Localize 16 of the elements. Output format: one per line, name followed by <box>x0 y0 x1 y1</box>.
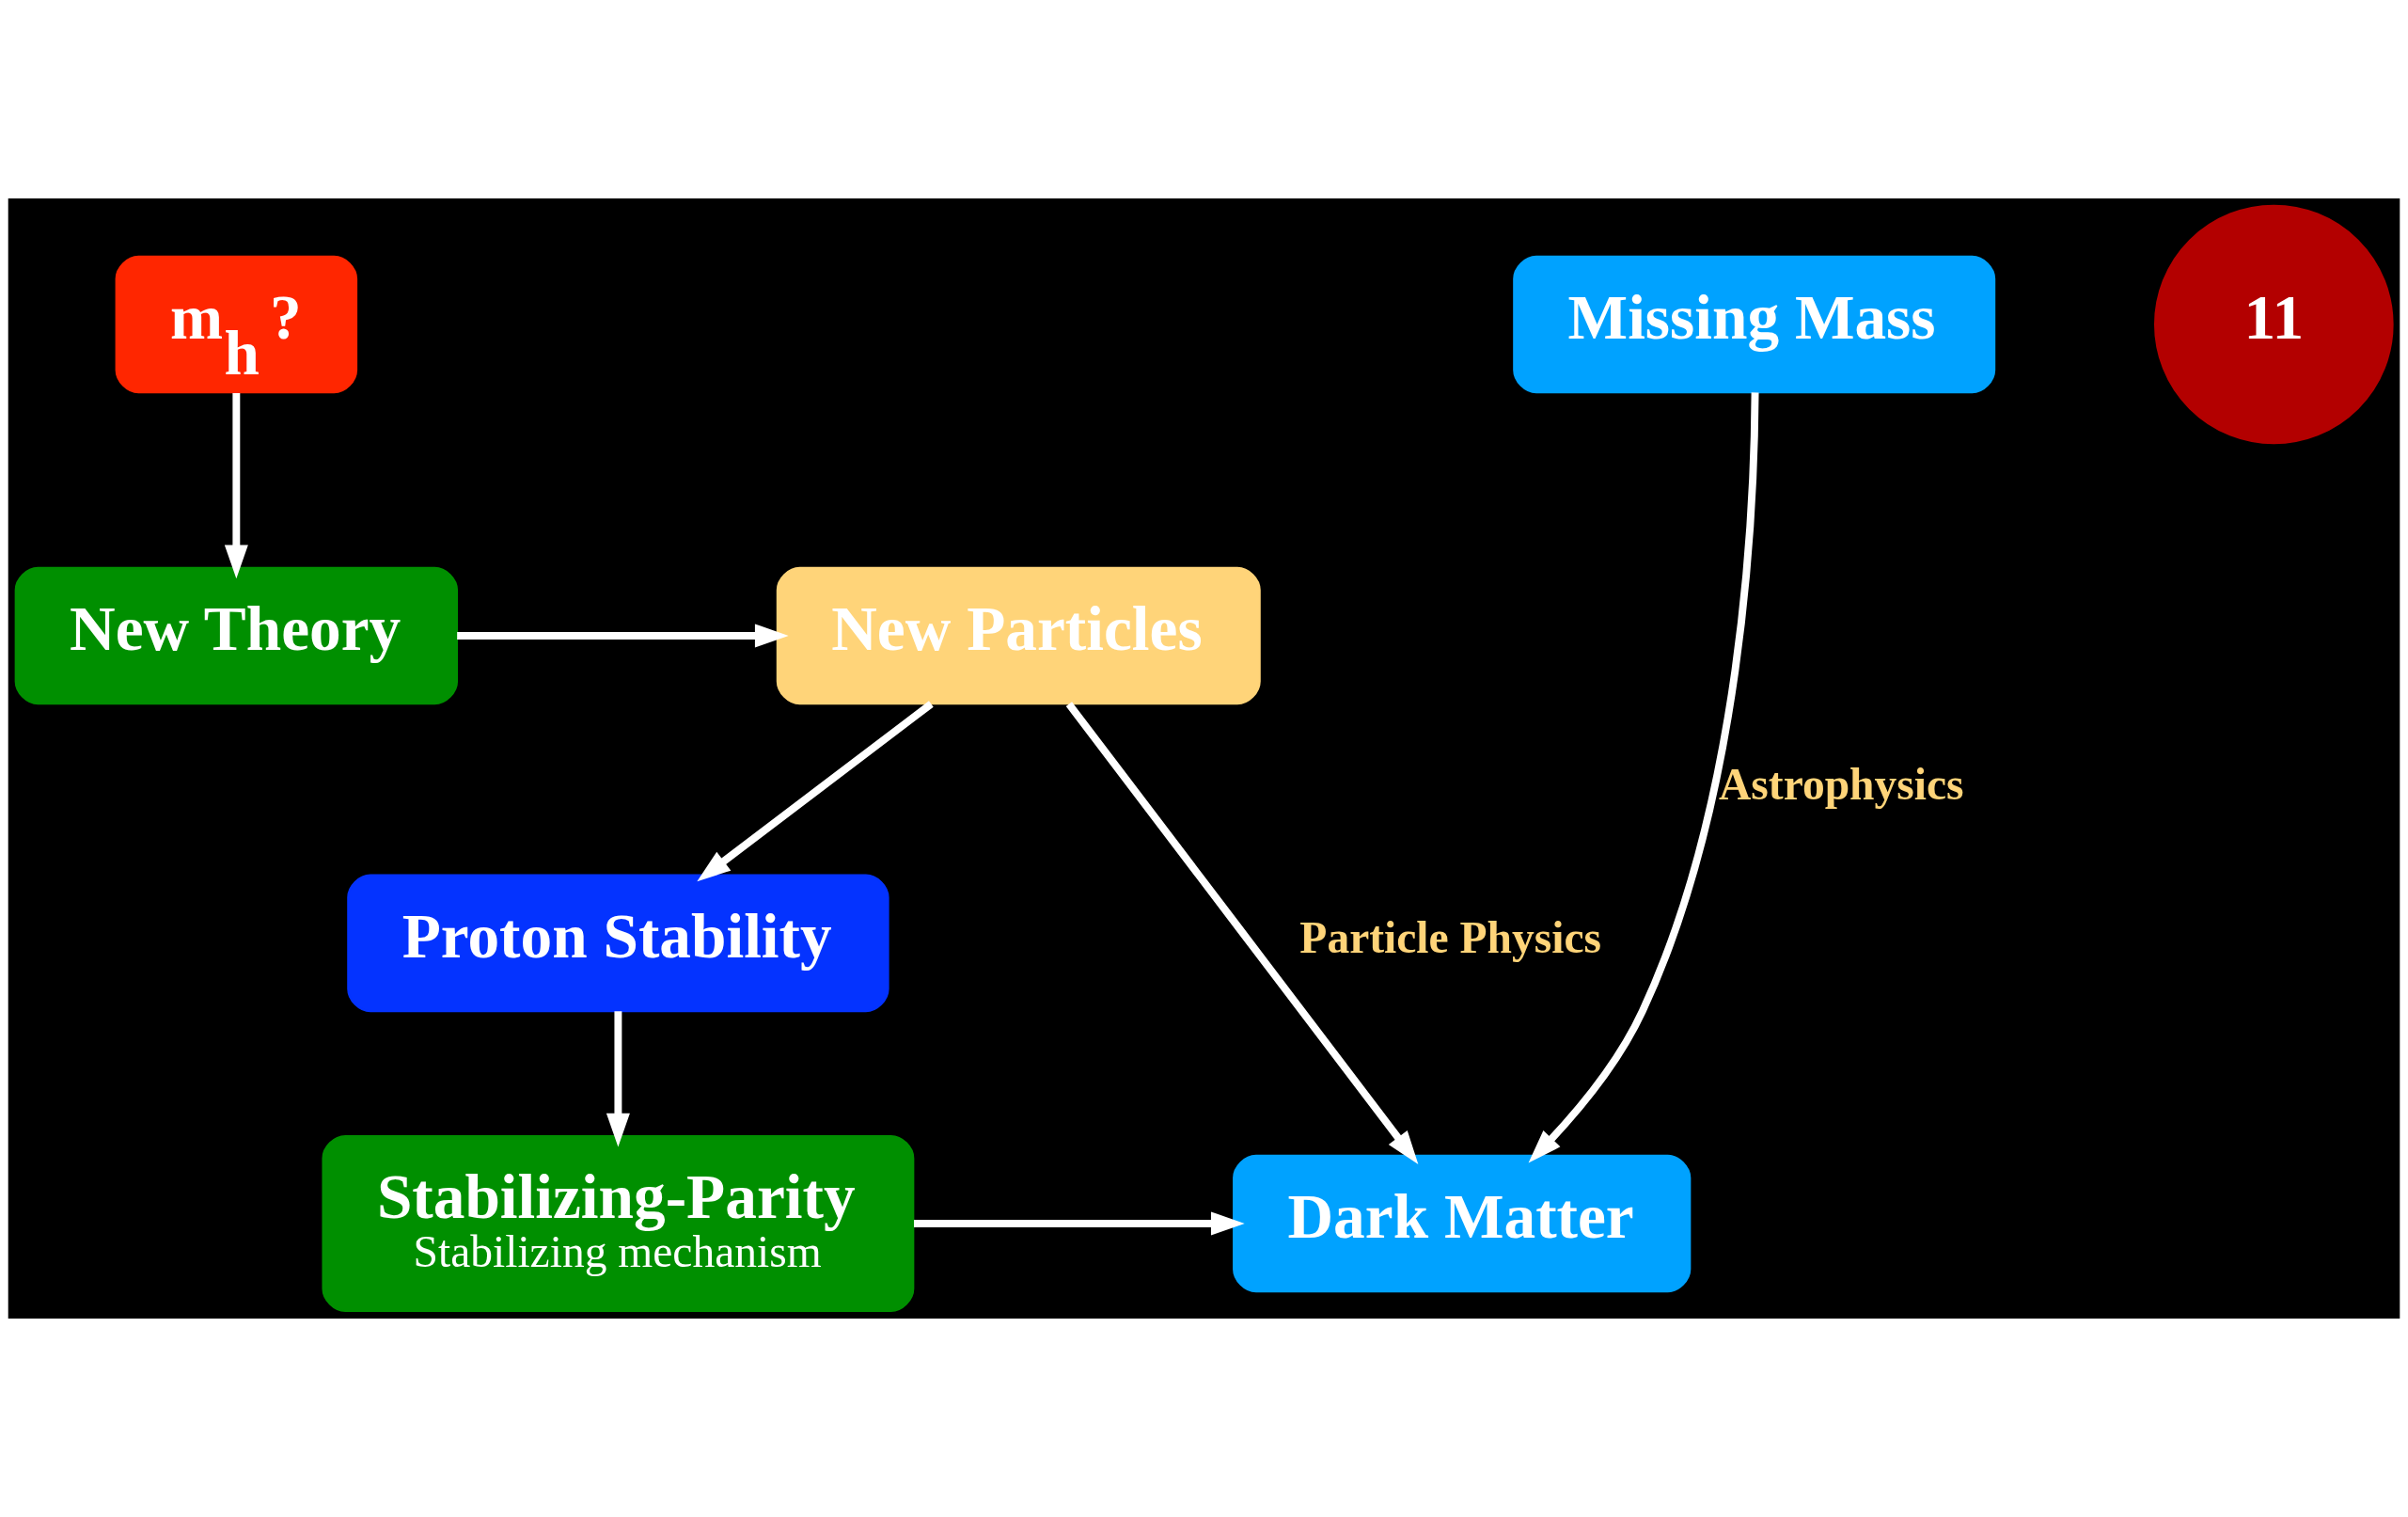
edge-label: Astrophysics <box>1719 759 1964 809</box>
arrow <box>606 1011 630 1147</box>
arrow <box>1065 702 1419 1164</box>
node-box: Dark Matter <box>1233 1154 1692 1293</box>
node-box: Missing Mass <box>1513 255 1996 394</box>
arrow <box>914 1211 1245 1236</box>
arrow <box>457 624 789 648</box>
node-box: Stabilizing-Parity Stabilizing mechanism <box>322 1134 915 1313</box>
node-box: New Particles <box>776 566 1261 705</box>
edge-label: Particle Physics <box>1299 913 1602 963</box>
arrow <box>224 392 248 579</box>
arrow <box>697 701 934 882</box>
arrow <box>1528 392 1759 1163</box>
node-circle: 11 <box>2154 204 2394 445</box>
node-box: New Theory <box>14 566 459 705</box>
node-box: Proton Stability <box>347 874 889 1013</box>
